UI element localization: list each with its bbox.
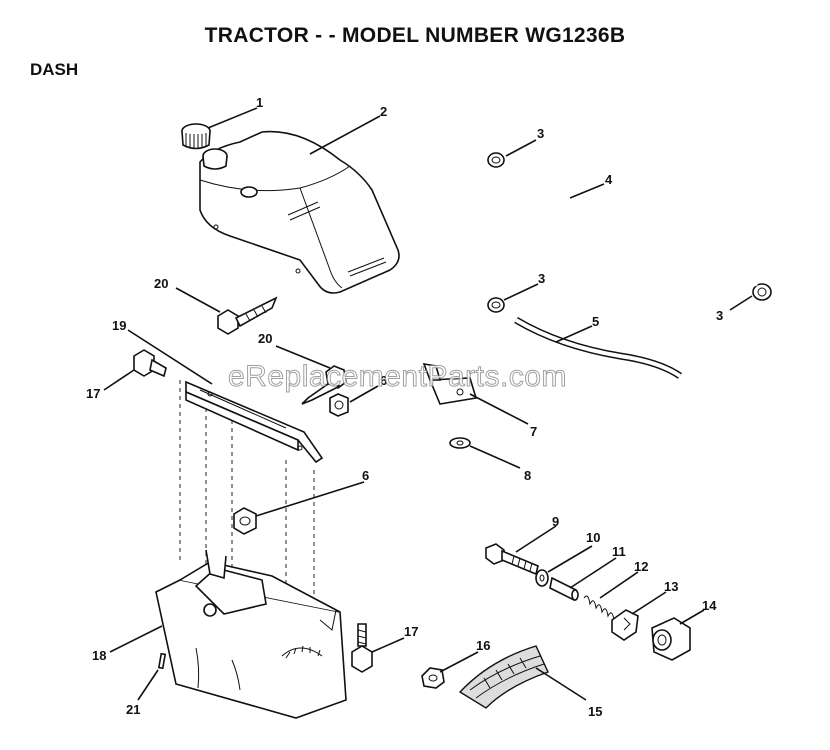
bushing-part [549,576,579,602]
spacer-washer-part [535,569,549,587]
leader-lines [103,107,753,701]
callout-17: 17 [404,624,418,639]
self-tap-screw-part [217,296,347,405]
carriage-bolt-part [485,543,539,576]
hose-clamp-part [487,152,772,313]
callout-6: 6 [362,468,369,483]
callout-21: 21 [126,702,140,717]
callout-3: 3 [538,271,545,286]
callout-6: 6 [380,373,387,388]
callout-8: 8 [524,468,531,483]
callout-10: 10 [586,530,600,545]
dash-panel-part [155,549,347,719]
dash-bracket-part [185,380,324,464]
hex-bolt-part [133,349,167,378]
fuel-line-lower-part [514,316,683,379]
callout-5: 5 [592,314,599,329]
callout-15: 15 [588,704,602,719]
throttle-knob-insert-part [611,609,639,641]
callout-16: 16 [476,638,490,653]
callout-4: 4 [605,172,613,187]
mounting-clip-part [422,362,478,405]
fuel-tank-part [199,130,400,294]
flat-washer-part [449,437,471,449]
callout-19: 19 [112,318,126,333]
section-title: DASH [30,60,79,79]
throttle-quadrant-part [458,645,549,709]
page-title: TRACTOR - - MODEL NUMBER WG1236B [204,24,626,47]
hex-nut-part [233,393,349,535]
callout-3: 3 [537,126,544,141]
callout-12: 12 [634,559,648,574]
callout-17: 17 [86,386,100,401]
callout-20: 20 [154,276,168,291]
lock-nut-part [421,667,445,689]
callout-11: 11 [612,544,626,559]
callout-7: 7 [530,424,537,439]
fuel-line-upper-part [515,174,758,287]
callout-9: 9 [552,514,559,529]
callout-2: 2 [380,104,387,119]
callout-13: 13 [664,579,678,594]
compression-spring-part [583,595,615,621]
callout-14: 14 [702,598,717,613]
throttle-knob-part [651,617,691,661]
callout-20: 20 [258,331,272,346]
watermark-text: eReplacementParts.com [228,360,567,394]
pin-part [157,652,167,670]
hex-bolt-lower-part [351,623,373,673]
callout-1: 1 [256,95,263,110]
callout-labels: 1 2 3 4 3 3 5 20 19 20 6 17 7 8 6 9 10 1… [86,95,723,719]
callout-3: 3 [716,308,723,323]
fuel-cap-part [181,123,211,150]
callout-18: 18 [92,648,106,663]
